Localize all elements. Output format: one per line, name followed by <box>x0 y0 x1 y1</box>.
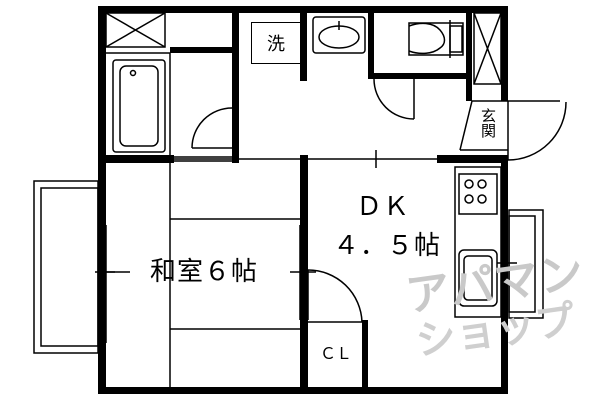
entrance-label: 玄関 <box>479 108 497 138</box>
entrance <box>459 100 567 161</box>
closet-door <box>307 269 363 323</box>
dk-name-label: ＤＫ <box>356 192 411 222</box>
bath-door <box>191 107 233 149</box>
room-partition-door <box>290 225 316 320</box>
washitsu-label: 和室６帖 <box>150 257 259 287</box>
balcony <box>33 180 99 354</box>
toilet-door <box>373 78 415 120</box>
bathtub <box>112 59 166 153</box>
laundry-space: 洗 <box>251 22 301 64</box>
toilet <box>408 20 464 58</box>
dk-size-label: ４．５帖 <box>333 231 442 261</box>
laundry-label: 洗 <box>267 34 285 55</box>
tatami-lines <box>106 163 300 387</box>
closet-label: ＣＬ <box>320 344 353 363</box>
washbasin <box>312 16 366 54</box>
kitchen-counter <box>454 166 502 318</box>
shaft-top-left <box>105 12 166 48</box>
partitions <box>106 52 437 168</box>
shaft-top-right <box>473 12 502 85</box>
